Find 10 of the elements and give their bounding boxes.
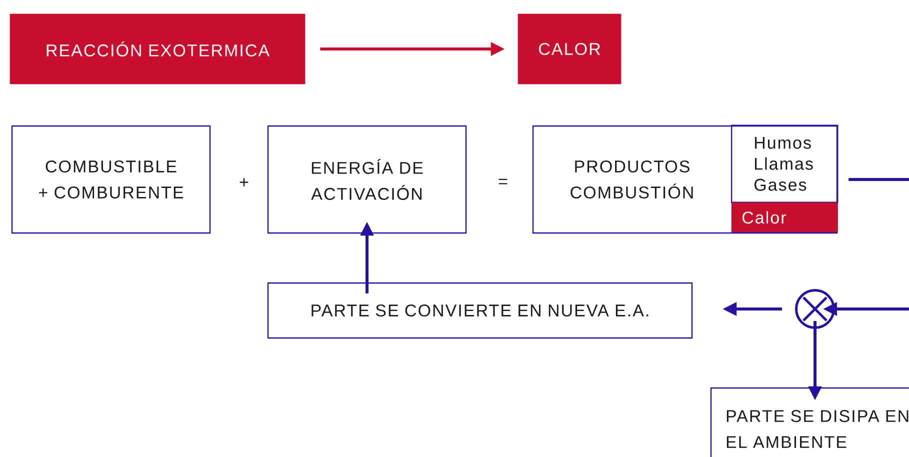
- label-box: Calor: [731, 202, 838, 233]
- process-box: PARTE SE DISIPA EN EL AMBIENTE: [710, 387, 909, 457]
- operator-sign: +: [240, 178, 248, 186]
- process-box: COMBUSTIBLE + COMBURENTE: [11, 125, 211, 234]
- label-box: CALOR: [518, 14, 622, 84]
- process-box: ENERGÍA DE ACTIVACIÓN: [267, 125, 467, 234]
- label-box: REACCIÓN EXOTERMICA: [10, 14, 306, 84]
- process-box: PARTE SE CONVIERTE EN NUEVA E.A.: [267, 282, 693, 339]
- operator-sign: =: [498, 178, 508, 184]
- multiply-circle: [795, 289, 835, 329]
